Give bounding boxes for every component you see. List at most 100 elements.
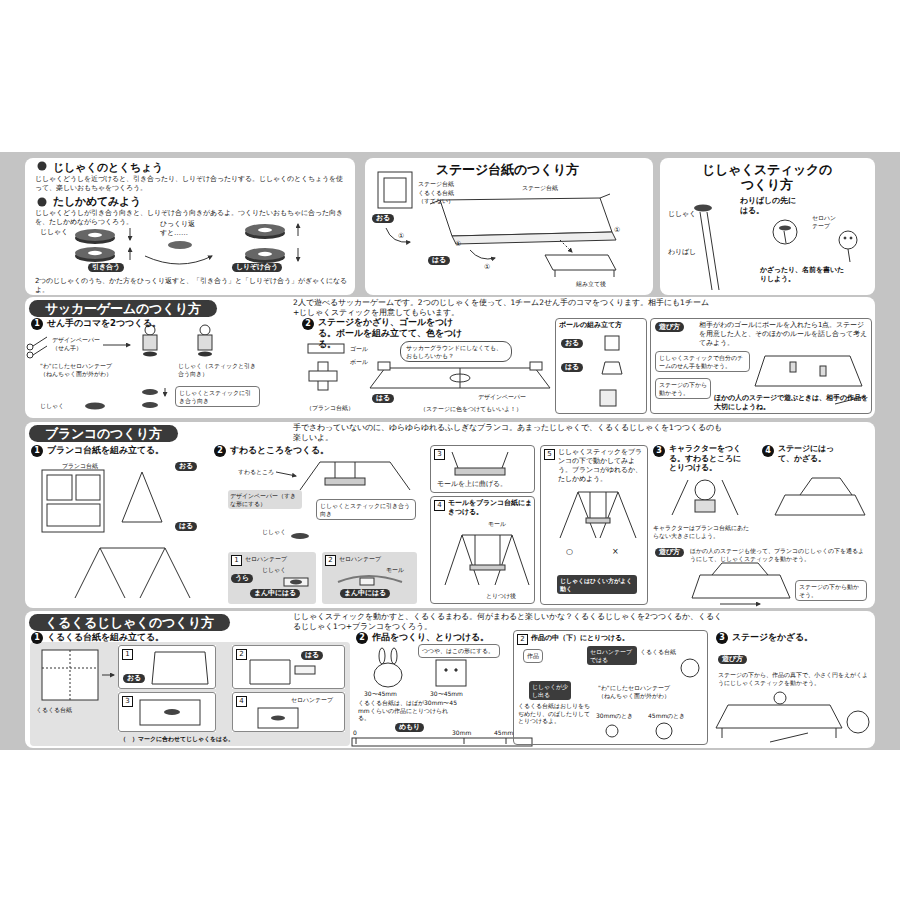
body-text: じしゃくどうしを近づけると、引き合ったり、しりぞけ合ったりする。じしゃくのとくち… — [35, 175, 349, 193]
step-number: 4 — [236, 696, 247, 707]
box-text: じしゃくスティックで自分のチームのせん手を動かそう。 — [659, 354, 746, 369]
tag-pill: はる — [372, 394, 394, 403]
box-text: はる — [376, 394, 390, 403]
box-text: おる — [376, 214, 390, 223]
dimension: 30mmのとき — [596, 712, 633, 720]
note-box: つつや、はこの形にする。 — [418, 644, 500, 658]
step-box: 1おる — [118, 645, 216, 689]
part-label: じしゃく — [262, 528, 286, 536]
step-title: せん手のコマを2つつくる。 — [47, 318, 161, 329]
part-label: じしゃく — [40, 228, 68, 237]
part-label: くるくる台紙 — [640, 648, 676, 656]
tag-pill: 遊び方 — [718, 655, 747, 664]
step-box: 2セロハンテープまん中にはる — [322, 552, 417, 604]
part-label: セロハンテープ — [812, 214, 838, 229]
part-label: ゴール — [350, 345, 368, 353]
step-title: ブランコ台紙を組み立てる。 — [47, 445, 164, 456]
step-box: 3 — [118, 692, 216, 732]
box-text: はる — [565, 363, 579, 372]
swing-parts — [42, 452, 865, 604]
box-text: じしゃくが少し出る — [532, 683, 568, 698]
box-text: はる — [432, 256, 446, 265]
box-text: 作品 — [527, 652, 539, 660]
note: キャラクターはブランコ台紙にあたらない大きさにしよう。 — [653, 524, 749, 539]
part-label: わりばし — [668, 248, 696, 257]
section-fill — [25, 611, 875, 748]
background-band — [0, 152, 900, 750]
tag-pill: おる — [561, 339, 583, 348]
box-heading: ボールの組み立て方 — [559, 321, 643, 330]
box-text: めもり — [399, 723, 420, 732]
part-label: デザインペーパー — [478, 393, 526, 401]
intro-text: 手でさわっていないのに、ゆらゆらゆれるふしぎなブランコ。あまったじしゃくで、くる… — [293, 423, 723, 442]
part-label: じしゃく — [668, 210, 696, 219]
step-title: ステージにはって、かざる。 — [778, 444, 840, 463]
rule-text: 相手がわのゴールにボールを入れたら1点。ステージを用意した人と、そのほかのルール… — [699, 321, 867, 348]
note-box: じしゃくスティックで自分のチームのせん手を動かそう。 — [655, 351, 750, 372]
box-text: おる — [565, 339, 579, 348]
part-label: じしゃく（スティックと引き合う向き） — [178, 362, 258, 377]
illustration-art — [27, 162, 869, 747]
note-box: 3モールを上に曲げる。 — [430, 445, 535, 493]
note: 2つのじしゃくのうち、かた方をひっくり返すと、「引き合う」と「しりぞけ合う」がぎ… — [35, 277, 350, 295]
panel-fill — [365, 158, 653, 295]
info-panel: じしゃくスティックのつくり方 — [660, 158, 875, 295]
step-number: 3 — [434, 449, 445, 460]
tag-pill: はる — [301, 651, 323, 660]
tag-pill: 遊び方 — [655, 548, 684, 557]
force-arrow — [130, 224, 298, 264]
part-label: じしゃく — [40, 402, 64, 410]
tag-pill: うら — [231, 574, 253, 583]
tag-pill: おる — [175, 462, 197, 471]
box-text: ステージの下から動かそう。 — [799, 583, 863, 598]
note: ほかの人のステージで遊ぶときは、相手の作品を大切にしようね。 — [714, 394, 868, 412]
instruction: かざったり、名前を書いたりしよう。 — [760, 266, 844, 284]
mark: ○ — [566, 547, 573, 557]
step-text: モールをブランコ台紙にまきつける。 — [448, 499, 532, 517]
part-label: "わ"にしたセロハンテープ（ねんちゃく面が外がわ） — [598, 684, 676, 699]
step-box: 2 はる — [232, 645, 345, 689]
step-number: 2 — [236, 649, 247, 660]
part-label: じしゃく — [262, 566, 286, 574]
step-title: ステージをかざる。 — [732, 632, 813, 643]
part-label: ボール — [350, 358, 368, 366]
part-label: モール — [488, 520, 506, 528]
panel-fill — [660, 158, 875, 295]
note-box: 作品 — [523, 649, 543, 663]
tag-pill: 引き合う — [88, 263, 124, 272]
mark: × — [612, 547, 619, 557]
step-title: キャラクターをつくる。すわるところにとりつける。 — [669, 444, 747, 473]
box-text: サッカーグラウンドにしなくても、おもしろいかも？ — [406, 344, 506, 359]
box-text: じしゃくとスティックに引き合う向き — [179, 389, 256, 404]
note-box: ステージの下から動かそう。 — [655, 378, 711, 399]
box-text: まん中にはる — [254, 589, 296, 598]
step-number: 4 — [434, 500, 445, 511]
part-label: セロハンテープ — [291, 696, 333, 704]
part-label: ステージ台紙 — [418, 180, 454, 188]
note: ひっくり返すと…… — [160, 220, 196, 238]
step-title: 作品をつくり、とりつける。 — [372, 632, 489, 643]
step-number: 2 — [517, 634, 528, 645]
box-text: セロハンテープではる — [590, 648, 634, 663]
step-text: じしゃくスティックをブランコの下で動かしてみよう。ブランコがゆれるか、たしかめよ… — [558, 448, 644, 484]
tag-pill: しりぞけ合う — [232, 263, 282, 272]
stage-sheet — [378, 172, 616, 277]
panel-heading: じしゃくスティックのつくり方 — [697, 162, 837, 192]
box-text: はる — [179, 522, 193, 531]
step-number: 1 — [31, 318, 43, 330]
note: ステージの下から、作品の真下で、小さく円をえがくようにじしゃくスティックを動かそ… — [718, 671, 870, 686]
step-number: 2 — [356, 632, 368, 644]
tag-pill: まん中にはる — [250, 589, 300, 598]
panel-fill — [25, 158, 355, 295]
note: （ ）マークに合わせてじしゃくをはる。 — [120, 735, 234, 743]
tag-pill: おる — [372, 214, 394, 223]
panel-fills — [25, 158, 875, 748]
dark-note-box: じしゃくが少し出る — [529, 681, 571, 700]
tag-pill: はる — [175, 522, 197, 531]
speech-bubble: サッカーグラウンドにしなくても、おもしろいかも？ — [400, 341, 512, 362]
note-box: ボールの組み立て方おるはる — [555, 318, 647, 414]
callout-number: ① — [484, 263, 490, 272]
box-text: はる — [305, 651, 319, 660]
part-label: モール — [386, 566, 404, 574]
